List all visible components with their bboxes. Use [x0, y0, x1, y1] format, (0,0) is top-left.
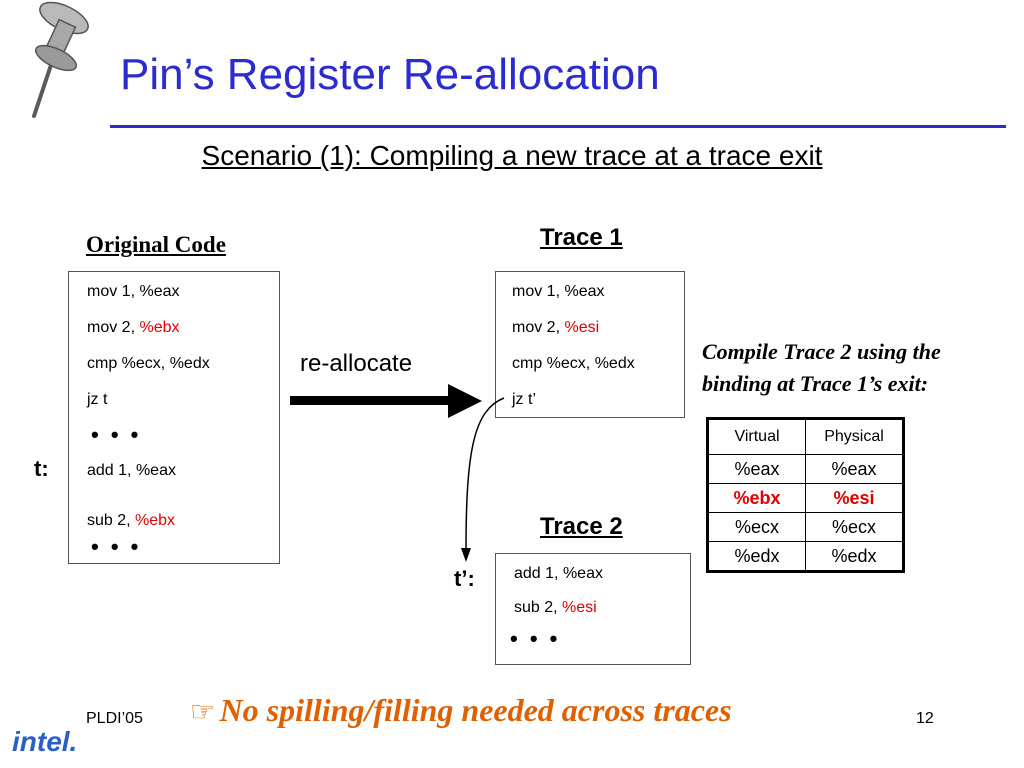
- table-row: %ebx %esi: [707, 483, 904, 513]
- original-code-line-4: jz t: [87, 391, 108, 408]
- trace1-line-3: cmp %ecx, %edx: [512, 355, 635, 372]
- slide-subtitle: Scenario (1): Compiling a new trace at a…: [201, 140, 823, 171]
- trace1-line-4: jz t’: [512, 391, 536, 408]
- reallocate-arrow: [290, 384, 482, 418]
- physical-cell: %ecx: [805, 512, 904, 542]
- original-code-ellipsis-2: • • •: [91, 534, 142, 559]
- trace2-line-add: add 1, %eax: [514, 565, 603, 582]
- title-divider: [110, 125, 1006, 128]
- intel-logo: intel.: [12, 726, 78, 757]
- reallocate-label: re-allocate: [300, 350, 413, 377]
- pushpin-icon: [32, 1, 89, 118]
- page-number: 12: [916, 710, 934, 727]
- original-code-ellipsis-1: • • •: [91, 422, 142, 447]
- binding-note-line-1: Compile Trace 2 using the: [702, 339, 941, 364]
- header-physical: Physical: [805, 418, 904, 455]
- tagline-text: No spilling/filling needed across traces: [219, 692, 732, 728]
- binding-note-line-2: binding at Trace 1’s exit:: [702, 371, 929, 396]
- trace-exit-arrow: [461, 397, 505, 562]
- trace2-ellipsis: • • •: [510, 626, 561, 651]
- slide-title: Pin’s Register Re-allocation: [120, 50, 660, 99]
- physical-cell: %esi: [805, 483, 904, 513]
- trace1-line-1: mov 1, %eax: [512, 283, 605, 300]
- virtual-cell: %edx: [707, 541, 806, 572]
- binding-table-header: Virtual Physical: [707, 418, 904, 455]
- pointing-hand-icon: ☞: [190, 696, 216, 727]
- trace1-box: mov 1, %eax mov 2, %esi cmp %ecx, %edx j…: [495, 271, 685, 418]
- trace1-line-2: mov 2, %esi: [512, 319, 600, 336]
- trace2-box: add 1, %eax sub 2, %esi • • •: [495, 553, 691, 665]
- virtual-cell: %eax: [707, 454, 806, 484]
- tagline: ☞ No spilling/filling needed across trac…: [190, 692, 732, 729]
- binding-note: Compile Trace 2 using the binding at Tra…: [702, 336, 941, 400]
- table-row: %eax %eax: [707, 454, 904, 484]
- label-t: t:: [34, 456, 49, 481]
- original-code-line-1: mov 1, %eax: [87, 283, 180, 300]
- original-code-heading: Original Code: [86, 232, 226, 257]
- trace2-line-sub: sub 2, %esi: [514, 599, 597, 616]
- physical-cell: %eax: [805, 454, 904, 484]
- conference-label: PLDI’05: [86, 710, 143, 727]
- table-row: %ecx %ecx: [707, 512, 904, 542]
- original-code-box: mov 1, %eax mov 2, %ebx cmp %ecx, %edx j…: [68, 271, 280, 564]
- binding-table: Virtual Physical %eax %eax %ebx %esi %ec…: [706, 417, 905, 573]
- table-row: %edx %edx: [707, 541, 904, 572]
- original-code-line-2: mov 2, %ebx: [87, 319, 180, 336]
- label-t-prime: t’:: [454, 566, 475, 591]
- original-code-line-add: add 1, %eax: [87, 462, 176, 479]
- virtual-cell: %ecx: [707, 512, 806, 542]
- physical-cell: %edx: [805, 541, 904, 572]
- trace1-heading: Trace 1: [540, 224, 623, 251]
- original-code-line-sub: sub 2, %ebx: [87, 512, 176, 529]
- header-virtual: Virtual: [707, 418, 806, 455]
- original-code-line-3: cmp %ecx, %edx: [87, 355, 210, 372]
- trace2-heading: Trace 2: [540, 513, 623, 540]
- virtual-cell: %ebx: [707, 483, 806, 513]
